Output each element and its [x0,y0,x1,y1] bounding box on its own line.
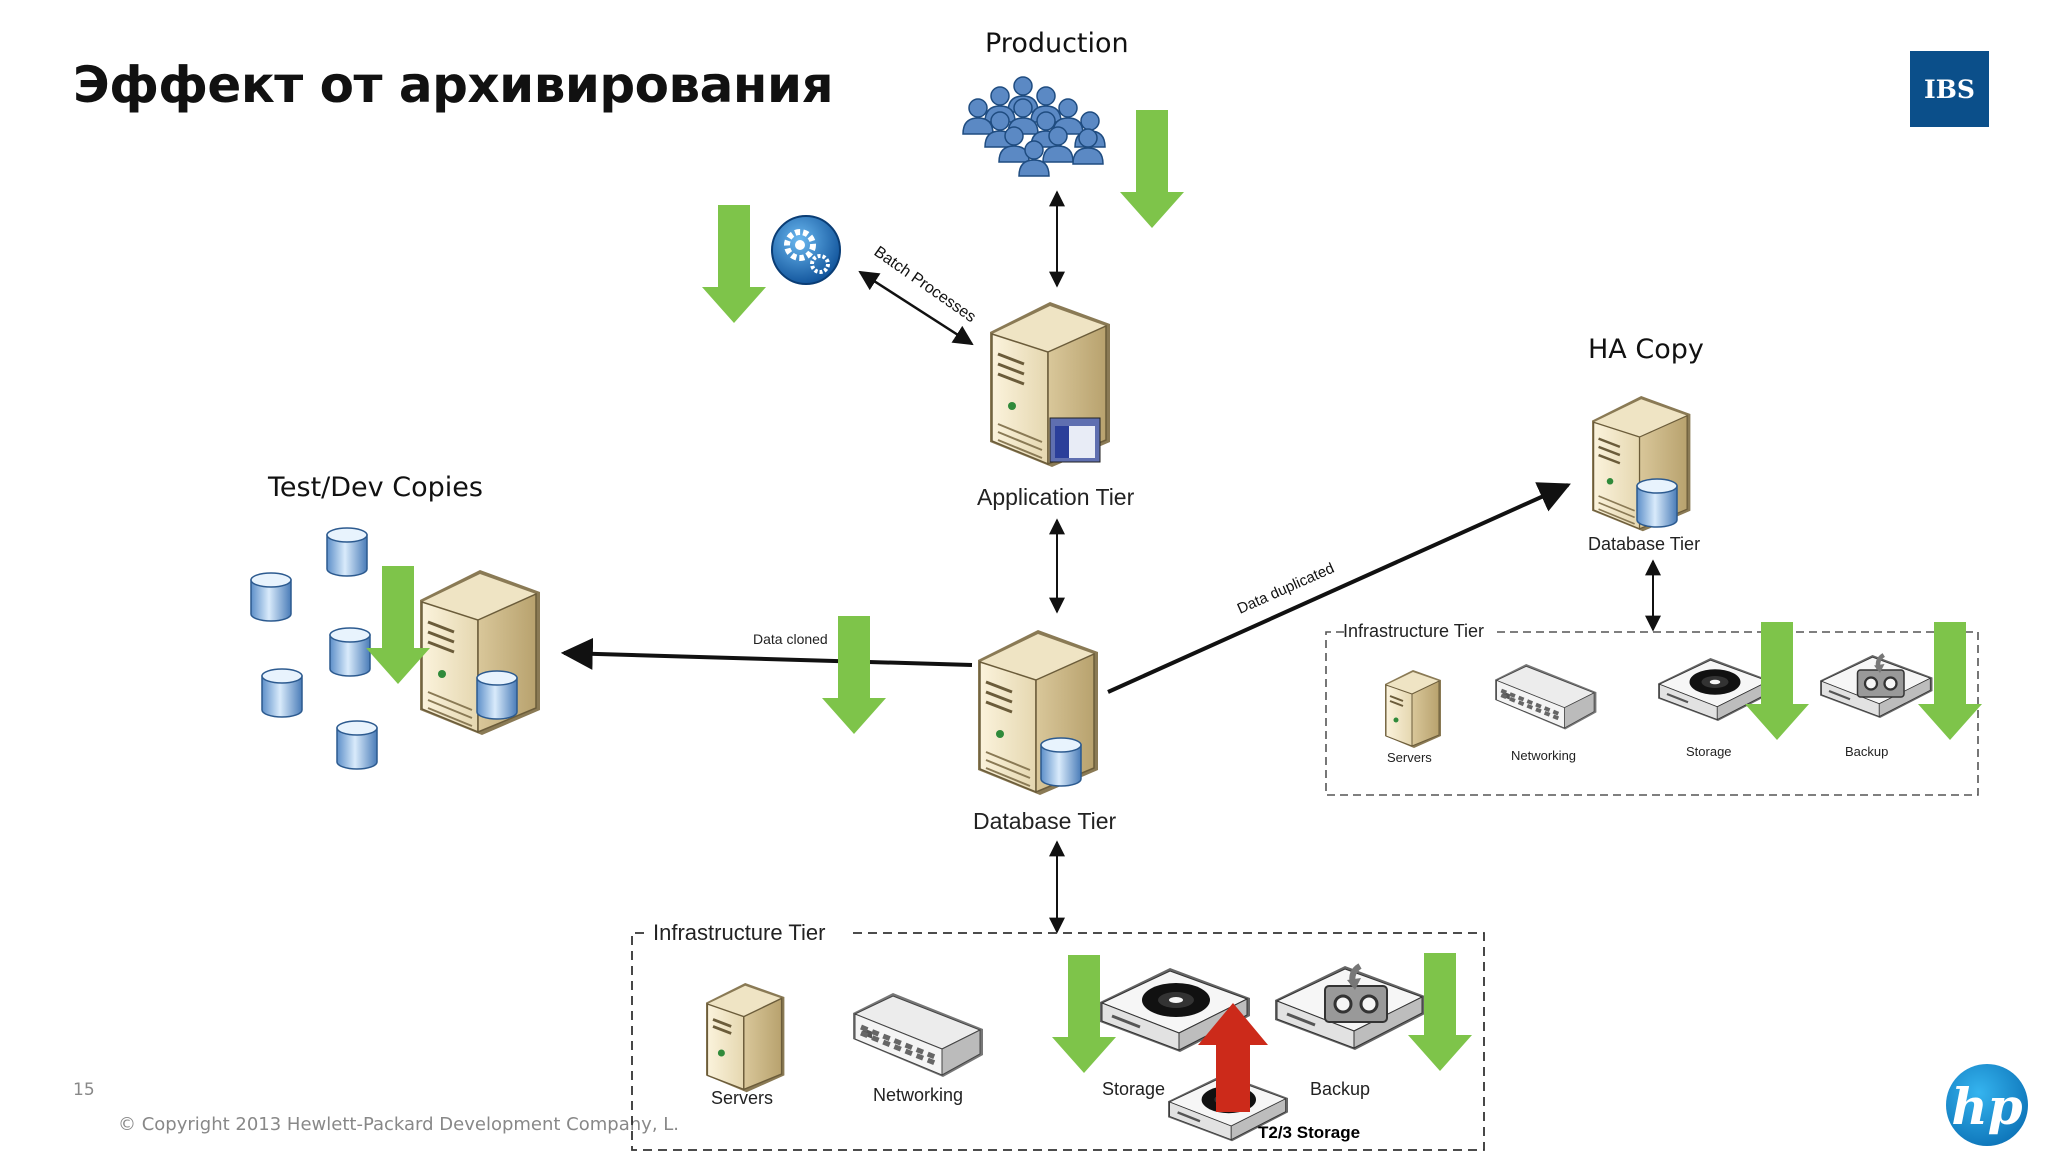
reduction-arrow-production [1120,110,1184,228]
production-crowd-icon [962,76,1106,177]
ha-backup-icon [1820,655,1933,718]
batch-connector [858,270,974,346]
ha-copy-label: HA Copy [1588,334,1704,365]
page-number: 15 [73,1080,95,1100]
database-tier-label: Database Tier [973,808,1117,834]
test-dev-server-icon [418,568,542,737]
ha-backup-label: Backup [1845,744,1889,759]
svg-text:hp: hp [1951,1077,2022,1136]
test-dev-databases [250,527,378,770]
reduction-arrow-batch [702,205,766,323]
main-networking-icon [853,993,983,1077]
main-backup-icon [1275,966,1425,1050]
data-duplicated-label: Data duplicated [1235,560,1337,618]
slide-title: Эффект от архивирования [73,56,834,114]
copyright-notice: © Copyright 2013 Hewlett-Packard Develop… [118,1114,680,1135]
ha-database-tier-label: Database Tier [1588,534,1701,554]
ha-servers-icon [1384,669,1442,749]
growth-arrow-t23 [1198,1003,1268,1112]
storage-label: Storage [1102,1079,1166,1099]
hp-logo: hp [1946,1064,2028,1146]
ha-infrastructure-box [1325,631,1979,796]
database-server-icon [976,628,1100,797]
batch-gear-icon [771,215,841,285]
data-duplicated-arrow [1107,482,1571,694]
backup-label: Backup [1310,1079,1371,1099]
infrastructure-title: Infrastructure Tier [653,920,826,945]
ha-networking-icon [1493,662,1599,732]
production-label: Production [985,28,1129,59]
main-infrastructure-box [631,932,1485,1151]
ha-networking-label: Networking [1511,748,1577,763]
servers-label: Servers [711,1088,774,1108]
ibs-logo: IBS [1910,51,1989,127]
data-cloned-label: Data cloned [753,631,828,647]
t23-storage-label: T2/3 Storage [1258,1123,1361,1142]
ibs-logo-text: IBS [1924,74,1975,104]
test-dev-copies-label: Test/Dev Copies [268,472,483,503]
application-tier-label: Application Tier [977,484,1135,510]
ha-storage-label: Storage [1686,744,1732,759]
ha-infrastructure-title: Infrastructure Tier [1343,621,1485,641]
reduction-arrow-clone [822,616,886,734]
ha-database-server-icon [1590,394,1692,533]
data-cloned-arrow [560,637,973,670]
ha-servers-label: Servers [1387,750,1432,765]
main-servers-icon [704,981,786,1094]
networking-label: Networking [873,1085,964,1105]
application-server-icon [988,300,1112,469]
